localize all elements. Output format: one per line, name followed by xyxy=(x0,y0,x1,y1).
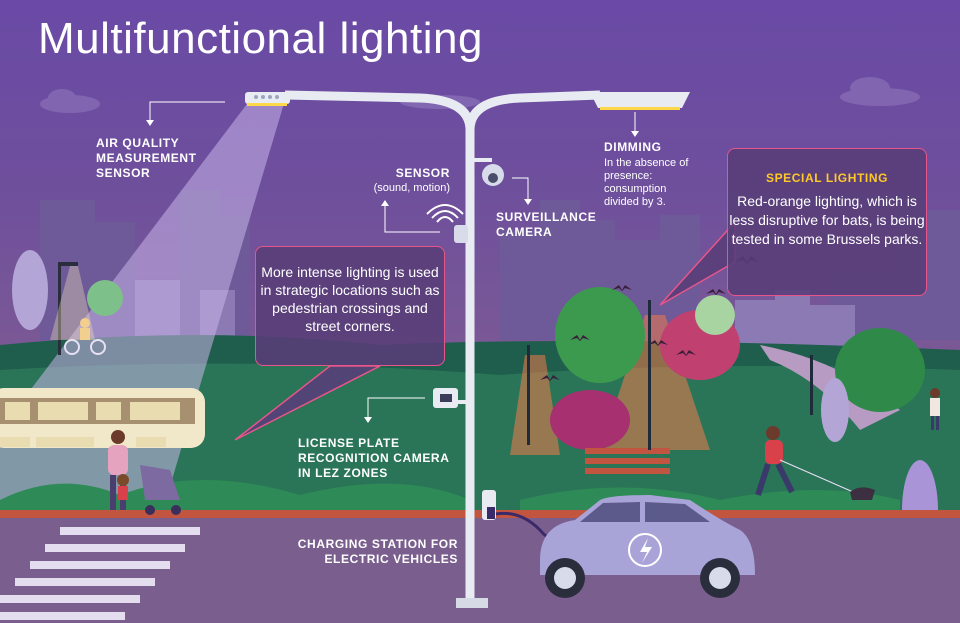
surveillance-camera-label: SURVEILLANCE CAMERA xyxy=(496,210,597,239)
sensor-sublabel: (sound, motion) xyxy=(373,182,450,194)
bench xyxy=(585,448,670,474)
special-lighting-heading: SPECIAL LIGHTING xyxy=(765,171,889,185)
license-plate-camera xyxy=(433,388,470,408)
tram xyxy=(0,388,205,448)
air-quality-sensor-label: AIR QUALITY MEASUREMENT SENSOR xyxy=(96,136,197,180)
page-title: Multifunctional lighting xyxy=(38,14,483,63)
dimming-description: In the absence of presence: consumption … xyxy=(604,157,689,208)
sensor-device xyxy=(426,204,468,243)
small-streetlamp-left xyxy=(50,262,95,355)
sensor-label: SENSOR xyxy=(395,166,450,180)
license-plate-camera-label: LICENSE PLATE RECOGNITION CAMERA IN LEZ … xyxy=(298,436,450,480)
near-houses xyxy=(135,280,855,350)
cyclist xyxy=(64,318,106,355)
leader-arrows xyxy=(146,120,639,423)
clouds xyxy=(40,77,920,113)
callout-tail-a xyxy=(234,365,381,441)
intense-lighting-text: More intense lighting is used in strateg… xyxy=(260,264,440,334)
special-lighting-callout: SPECIAL LIGHTING Red-orange lighting, wh… xyxy=(727,148,927,296)
trees xyxy=(12,250,938,560)
jogger-with-dog xyxy=(755,426,875,500)
orange-light-1 xyxy=(510,355,560,455)
surveillance-camera xyxy=(470,158,504,186)
leader-lines xyxy=(149,101,636,418)
intense-lighting-callout: More intense lighting is used in strateg… xyxy=(255,246,445,366)
lamp-head-left xyxy=(245,92,290,106)
pedestrian-stroller xyxy=(108,430,181,515)
walker xyxy=(930,388,940,430)
special-lighting-text: Red-orange lighting, which is less disru… xyxy=(729,193,925,247)
charging-station-label: CHARGING STATION FOR ELECTRIC VEHICLES xyxy=(297,537,458,566)
park-lamps xyxy=(527,300,813,450)
electric-car xyxy=(540,495,755,598)
main-lamp-pole xyxy=(284,90,601,608)
dimming-label: DIMMING xyxy=(604,140,662,154)
lamp-head-right xyxy=(590,92,690,110)
crosswalk xyxy=(0,527,200,620)
